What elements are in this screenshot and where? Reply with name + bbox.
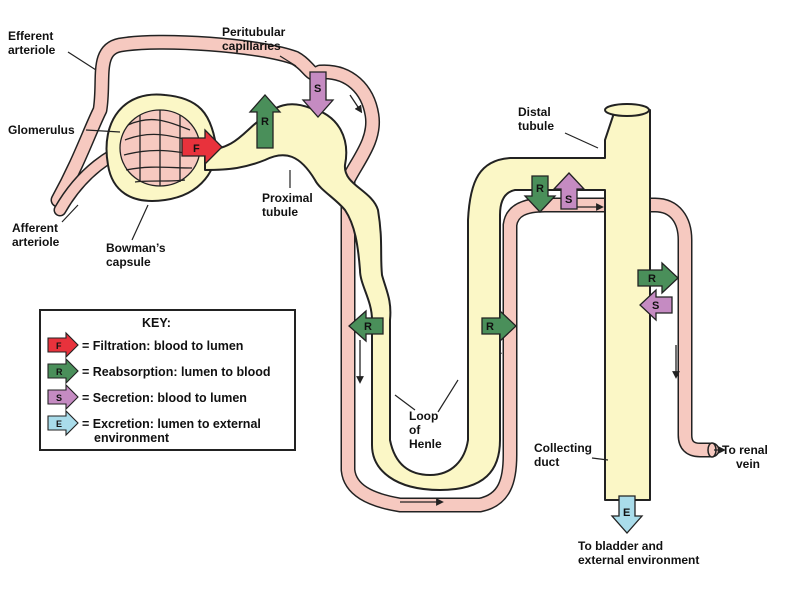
label-afferent-1: Afferent xyxy=(12,221,58,235)
label-afferent-2: arteriole xyxy=(12,235,60,249)
reabsorption-arrow-collecting: R xyxy=(637,261,679,295)
secretion-arrow-distal: S xyxy=(552,172,586,210)
key-item-reabsorption: R = Reabsorption: lumen to blood xyxy=(47,357,271,385)
key-item-filtration: F = Filtration: blood to lumen xyxy=(47,331,243,359)
secretion-arrow-distal-letter: S xyxy=(565,194,572,206)
key-item-excretion-letter: E xyxy=(56,419,62,429)
label-bladder-2: external environment xyxy=(578,553,699,567)
label-bladder-1: To bladder and xyxy=(578,539,663,553)
reabsorption-arrow-ascending: R xyxy=(481,309,517,343)
excretion-arrow: E xyxy=(610,495,644,534)
label-bowmans-1: Bowman’s xyxy=(106,241,166,255)
key-box: KEY: F = Filtration: blood to lumen R = … xyxy=(39,309,296,451)
reabsorption-arrow-distal: R xyxy=(523,175,557,213)
key-item-secretion: S = Secretion: blood to lumen xyxy=(47,383,247,411)
key-item-secretion-letter: S xyxy=(56,393,62,403)
leader-lines xyxy=(61,51,609,461)
label-peritubular-1: Peritubular xyxy=(222,25,286,39)
label-collecting-2: duct xyxy=(534,455,559,469)
label-loop-3: Henle xyxy=(409,437,442,451)
secretion-arrow-collecting: S xyxy=(639,288,673,322)
key-item-filtration-text: = Filtration: blood to lumen xyxy=(82,339,243,353)
peritubular-capillary xyxy=(50,34,720,513)
label-proximal-1: Proximal xyxy=(262,191,313,205)
label-bowmans-2: capsule xyxy=(106,255,151,269)
reabsorption-arrow-descending: R xyxy=(348,309,384,343)
label-distal-2: tubule xyxy=(518,119,554,133)
reabsorption-arrow-ascending-letter: R xyxy=(486,321,494,333)
key-item-reabsorption-text: = Reabsorption: lumen to blood xyxy=(82,365,271,379)
label-collecting-1: Collecting xyxy=(534,441,592,455)
key-item-excretion: E = Excretion: lumen to external environ… xyxy=(47,409,261,445)
key-item-excretion-text: = Excretion: lumen to external xyxy=(82,417,261,431)
key-item-excretion-text-2: environment xyxy=(94,431,170,445)
label-loop-2: of xyxy=(409,423,421,437)
reabsorption-arrow-descending-letter: R xyxy=(364,321,372,333)
filtration-arrow-letter: F xyxy=(193,143,200,155)
key-title: KEY: xyxy=(142,316,171,330)
label-renal-1: To renal xyxy=(722,443,768,457)
label-loop-1: Loop xyxy=(409,409,438,423)
key-item-reabsorption-letter: R xyxy=(56,367,63,377)
diagram-labels: Efferent arteriole Glomerulus Afferent a… xyxy=(8,25,768,567)
label-distal-1: Distal xyxy=(518,105,551,119)
secretion-arrow-proximal: S xyxy=(301,71,335,118)
secretion-arrow-proximal-letter: S xyxy=(314,83,321,95)
filtration-arrow: F xyxy=(181,128,223,166)
label-peritubular-2: capillaries xyxy=(222,39,281,53)
secretion-arrow-collecting-letter: S xyxy=(652,300,659,312)
reabsorption-arrow-proximal: R xyxy=(248,94,282,149)
reabsorption-arrow-collecting-letter: R xyxy=(648,273,656,285)
excretion-arrow-letter: E xyxy=(623,507,630,519)
reabsorption-arrow-proximal-letter: R xyxy=(261,116,269,128)
key-item-filtration-letter: F xyxy=(56,341,62,351)
label-renal-2: vein xyxy=(736,457,760,471)
label-efferent-2: arteriole xyxy=(8,43,56,57)
key-item-secretion-text: = Secretion: blood to lumen xyxy=(82,391,247,405)
label-efferent-1: Efferent xyxy=(8,29,53,43)
label-proximal-2: tubule xyxy=(262,205,298,219)
label-glomerulus: Glomerulus xyxy=(8,123,75,137)
reabsorption-arrow-distal-letter: R xyxy=(536,183,544,195)
